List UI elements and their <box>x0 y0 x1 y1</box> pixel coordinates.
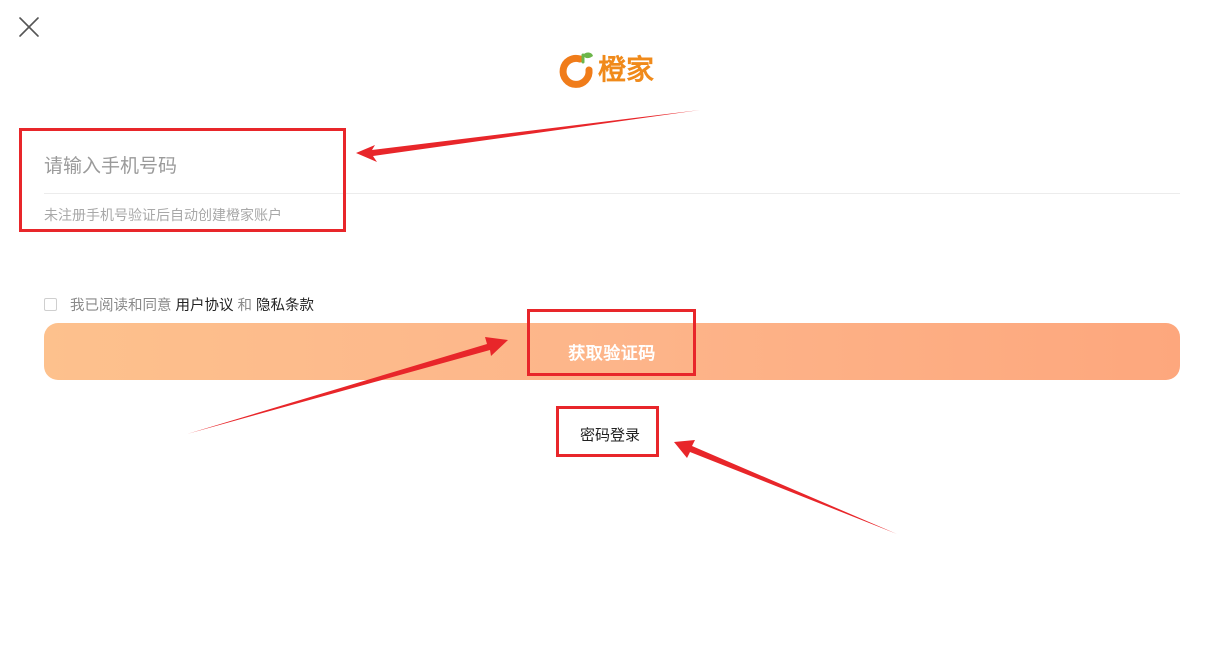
password-login-link[interactable]: 密码登录 <box>580 426 641 444</box>
close-icon <box>19 17 39 37</box>
auto-register-hint: 未注册手机号验证后自动创建橙家账户 <box>44 208 282 224</box>
agreement-checkbox[interactable] <box>44 297 57 311</box>
get-code-button[interactable]: 获取验证码 <box>44 323 1180 380</box>
input-divider <box>44 193 1180 194</box>
annotation-arrow-to-password-login <box>674 440 897 534</box>
agreement-conjunction: 和 <box>237 297 253 314</box>
brand-logo: 橙家 <box>556 48 676 92</box>
chengjia-logo-icon <box>559 52 593 88</box>
agreement-row: 我已阅读和同意 用户协议 和 隐私条款 <box>44 294 318 314</box>
close-button[interactable] <box>14 12 44 42</box>
agreement-prefix: 我已阅读和同意 <box>70 297 172 314</box>
phone-input[interactable] <box>44 146 1180 186</box>
privacy-policy-link[interactable]: 隐私条款 <box>256 297 314 314</box>
user-agreement-link[interactable]: 用户协议 <box>175 297 234 314</box>
brand-name: 橙家 <box>598 53 655 86</box>
